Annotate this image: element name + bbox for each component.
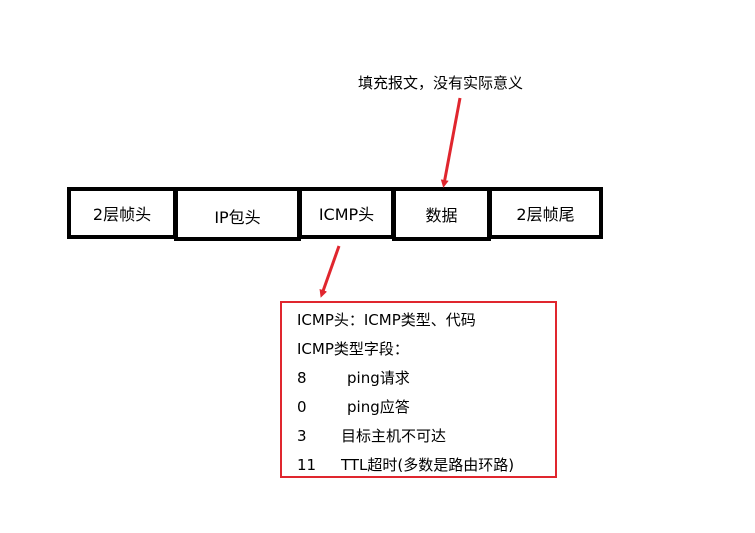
icmp-type-field-line: ICMP类型字段： xyxy=(297,340,409,358)
icmp-type-row: 8 ping请求 xyxy=(297,364,555,393)
icmp-type-code: 11 xyxy=(297,456,317,474)
icmp-header-fields-line: ICMP头：ICMP类型、代码 xyxy=(297,311,476,329)
icmp-type-desc: ping请求 xyxy=(347,369,410,387)
icmp-header-segment: ICMP头 xyxy=(298,187,395,239)
padding-annotation: 填充报文，没有实际意义 xyxy=(358,74,524,92)
data-label: 数据 xyxy=(425,206,458,225)
icmp-type-desc: ping应答 xyxy=(347,398,410,416)
l2-frame-header-label: 2层帧头 xyxy=(92,205,152,224)
annotation-arrow xyxy=(440,97,462,188)
l2-frame-trailer-label: 2层帧尾 xyxy=(516,205,575,224)
icmp-header-label: ICMP头 xyxy=(318,205,375,224)
ip-header-label: IP包头 xyxy=(214,208,261,227)
ip-header-segment: IP包头 xyxy=(174,187,301,241)
icmp-type-row: 0 ping应答 xyxy=(297,393,555,422)
icmp-type-code: 0 xyxy=(297,398,307,416)
l2-frame-header-segment: 2层帧头 xyxy=(67,187,177,239)
icmp-detail-arrow xyxy=(319,245,341,298)
icmp-type-row: 11 TTL超时(多数是路由环路) xyxy=(297,451,555,480)
icmp-type-desc: TTL超时(多数是路由环路) xyxy=(341,456,515,474)
l2-frame-trailer-segment: 2层帧尾 xyxy=(488,187,603,239)
icmp-type-row: 3 目标主机不可达 xyxy=(297,422,555,451)
icmp-info-box: ICMP头：ICMP类型、代码 ICMP类型字段： 8 ping请求 0 ping应… xyxy=(280,301,557,478)
icmp-type-code: 3 xyxy=(297,427,307,445)
data-segment: 数据 xyxy=(392,187,491,241)
icmp-type-desc: 目标主机不可达 xyxy=(341,427,447,445)
icmp-type-code: 8 xyxy=(297,369,307,387)
